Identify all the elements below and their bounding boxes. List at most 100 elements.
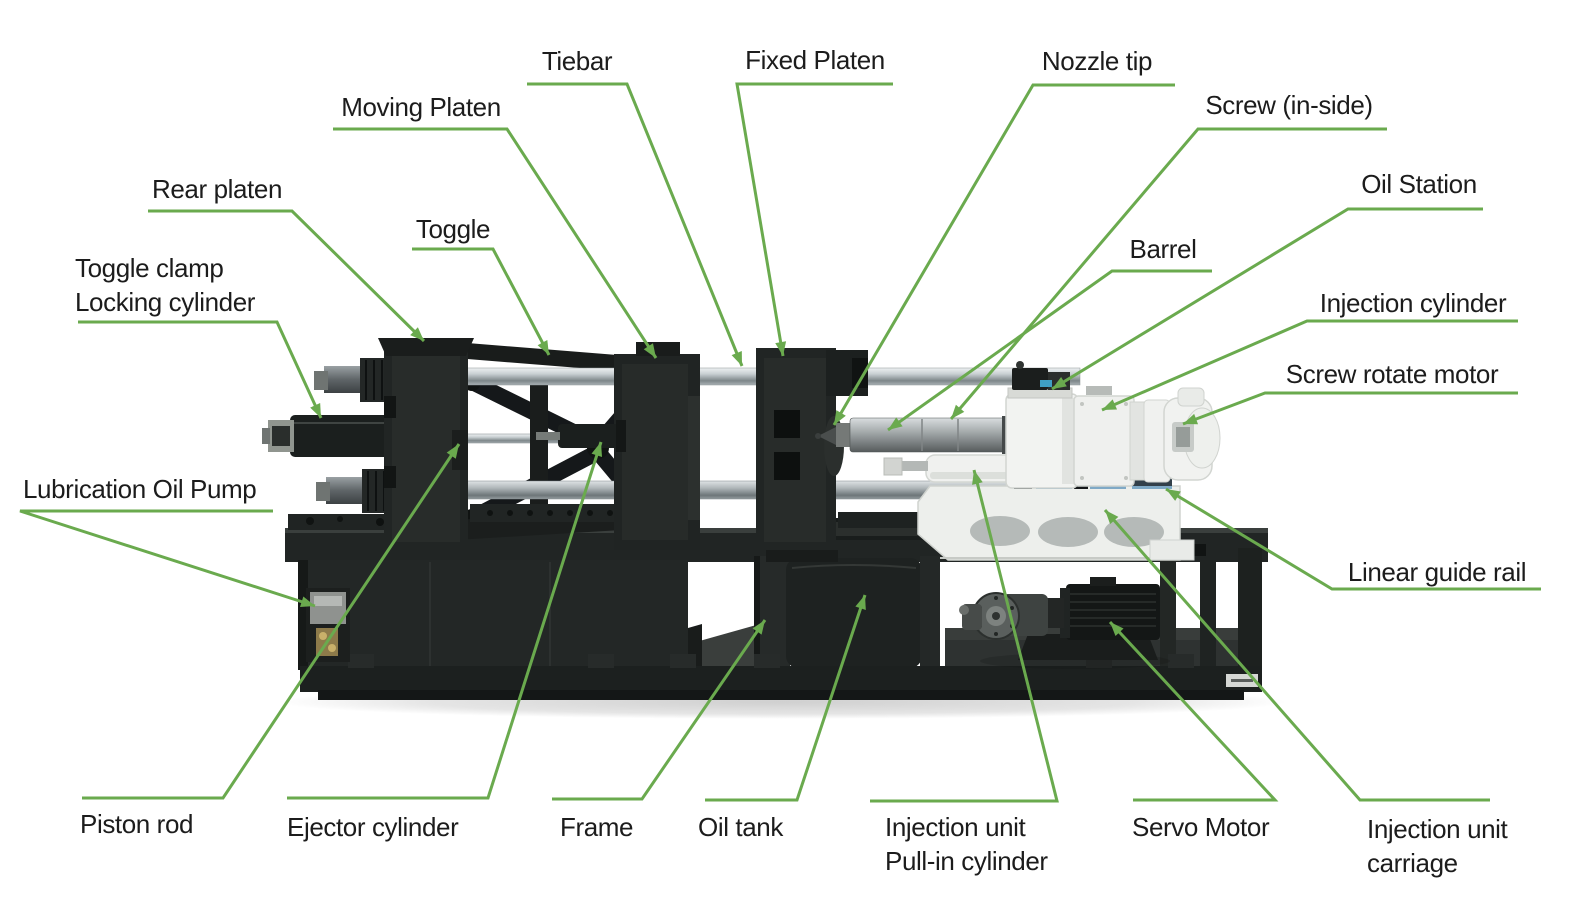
part-label-text: Rear platen	[151, 174, 283, 204]
part-label-text: Piston rod	[80, 809, 194, 839]
leader-line-toggle-clamp-locking-cylinder	[78, 320, 323, 419]
part-label-text: Screw rotate motor	[1285, 359, 1499, 389]
injection-unit-carriage-shape	[917, 485, 1195, 561]
injection-cylinder-shape	[1005, 393, 1171, 489]
leader-arrowhead-lubrication-oil-pump	[299, 596, 315, 607]
leader-arrowhead-injection-unit-carriage	[1105, 510, 1119, 525]
part-label-rear-platen: Rear platen	[152, 172, 282, 206]
leader-arrowhead-screw-in-side	[951, 404, 965, 419]
part-label-text: Screw (in-side)	[1205, 90, 1373, 120]
part-label-text: Toggle	[415, 214, 491, 244]
part-label-text: Servo Motor	[1132, 812, 1270, 842]
leader-arrowhead-frame	[752, 620, 765, 635]
leader-arrowhead-barrel	[888, 417, 903, 430]
leader-line-lubrication-oil-pump	[19, 509, 316, 608]
leader-arrowhead-servo-motor	[1110, 622, 1124, 637]
rear-platen-shape	[378, 338, 474, 550]
part-label-text: Injection unit	[1367, 814, 1508, 844]
part-label-text: carriage	[1367, 848, 1458, 878]
part-label-text: Ejector cylinder	[287, 812, 459, 842]
leader-arrowhead-injection-unit-pull-in-cylinder	[972, 470, 983, 485]
part-label-text: Lubrication Oil Pump	[23, 474, 257, 504]
servo-pump-assembly	[959, 577, 1170, 669]
part-label-barrel: Barrel	[1130, 232, 1197, 266]
leader-line-servo-motor	[1108, 620, 1279, 802]
part-label-text: Tiebar	[541, 46, 613, 76]
part-label-text: Toggle clamp	[75, 253, 224, 283]
leader-line-screw-in-side	[949, 127, 1387, 420]
leader-arrowhead-rear-platen	[410, 327, 424, 341]
leader-line-barrel	[887, 269, 1212, 432]
part-label-text: Frame	[560, 812, 634, 842]
part-label-text: Injection cylinder	[1319, 288, 1507, 318]
leader-arrowhead-toggle-clamp-locking-cylinder	[310, 402, 321, 418]
leader-line-linear-guide-rail	[1165, 487, 1541, 591]
leader-line-injection-cylinder	[1101, 319, 1518, 412]
part-label-text: Nozzle tip	[1041, 46, 1153, 76]
part-label-lubrication-oil-pump: Lubrication Oil Pump	[23, 472, 257, 506]
part-label-ejector-cylinder: Ejector cylinder	[287, 810, 459, 844]
leader-arrowhead-tiebar	[731, 350, 742, 366]
leader-line-toggle	[412, 247, 551, 356]
part-label-moving-platen: Moving Platen	[341, 90, 501, 124]
leader-arrowhead-nozzle-tip	[834, 410, 846, 425]
part-label-toggle: Toggle	[415, 212, 491, 246]
leader-line-frame	[552, 619, 767, 801]
part-label-fixed-platen: Fixed Platen	[745, 43, 885, 77]
part-label-piston-rod: Piston rod	[80, 807, 193, 841]
part-label-text: Linear guide rail	[1347, 557, 1527, 587]
part-label-injection-cylinder: Injection cylinder	[1319, 286, 1507, 320]
leader-arrowhead-oil-station	[1052, 377, 1067, 389]
part-label-text: Locking cylinder	[75, 287, 256, 317]
leader-line-injection-unit-carriage	[1103, 509, 1490, 802]
nozzle-tip-shape	[815, 423, 852, 447]
lubrication-oil-pump-shape	[306, 588, 350, 662]
leader-line-oil-station	[1051, 207, 1483, 391]
leader-line-rear-platen	[148, 209, 426, 343]
part-label-text: Oil tank	[698, 812, 783, 842]
leader-line-nozzle-tip	[832, 83, 1175, 426]
leader-arrowhead-piston-rod	[446, 444, 459, 459]
oil-tank-shape	[786, 558, 922, 668]
leader-arrowhead-toggle	[537, 340, 549, 355]
leader-arrowhead-moving-platen	[643, 343, 656, 358]
leader-line-tiebar	[527, 82, 744, 367]
leader-arrowhead-ejector-cylinder	[591, 442, 603, 458]
part-label-oil-tank: Oil tank	[698, 810, 783, 844]
leader-lines	[19, 82, 1541, 803]
leader-arrowhead-linear-guide-rail	[1166, 489, 1181, 501]
barrel-shape	[849, 416, 1016, 454]
leader-line-oil-tank	[705, 594, 867, 802]
leader-line-fixed-platen	[735, 82, 893, 357]
hydraulic-pump-shape	[959, 592, 1064, 640]
ejector-cylinder-shape	[536, 420, 626, 452]
screw-rotate-motor-shape	[1163, 387, 1221, 481]
leader-arrowhead-screw-rotate-motor	[1183, 413, 1199, 425]
fixed-platen-shape	[756, 348, 868, 562]
part-label-text: Moving Platen	[341, 92, 501, 122]
part-label-text: Pull-in cylinder	[885, 846, 1048, 876]
leader-line-ejector-cylinder	[287, 441, 603, 800]
part-label-text: Oil Station	[1361, 169, 1477, 199]
clamping-unit	[262, 338, 1083, 562]
part-label-screw-in-side: Screw (in-side)	[1205, 88, 1373, 122]
part-label-injection-unit-carriage: Injection unit carriage	[1367, 812, 1508, 880]
part-label-nozzle-tip: Nozzle tip	[1041, 44, 1153, 78]
part-label-linear-guide-rail: Linear guide rail	[1347, 555, 1527, 589]
part-label-frame: Frame	[560, 810, 634, 844]
leader-arrowhead-oil-tank	[855, 595, 866, 611]
leader-line-injection-unit-pull-in-cylinder	[870, 469, 1059, 803]
part-label-text: Barrel	[1129, 234, 1197, 264]
servo-motor-shape	[1060, 577, 1160, 640]
leader-line-screw-rotate-motor	[1182, 391, 1518, 426]
part-label-text: Fixed Platen	[745, 45, 885, 75]
part-label-tiebar: Tiebar	[541, 44, 613, 78]
part-label-text: Injection unit	[885, 812, 1026, 842]
locking-cylinder-shape	[262, 406, 396, 466]
leader-line-piston-rod	[82, 443, 461, 800]
leader-line-moving-platen	[333, 127, 658, 359]
